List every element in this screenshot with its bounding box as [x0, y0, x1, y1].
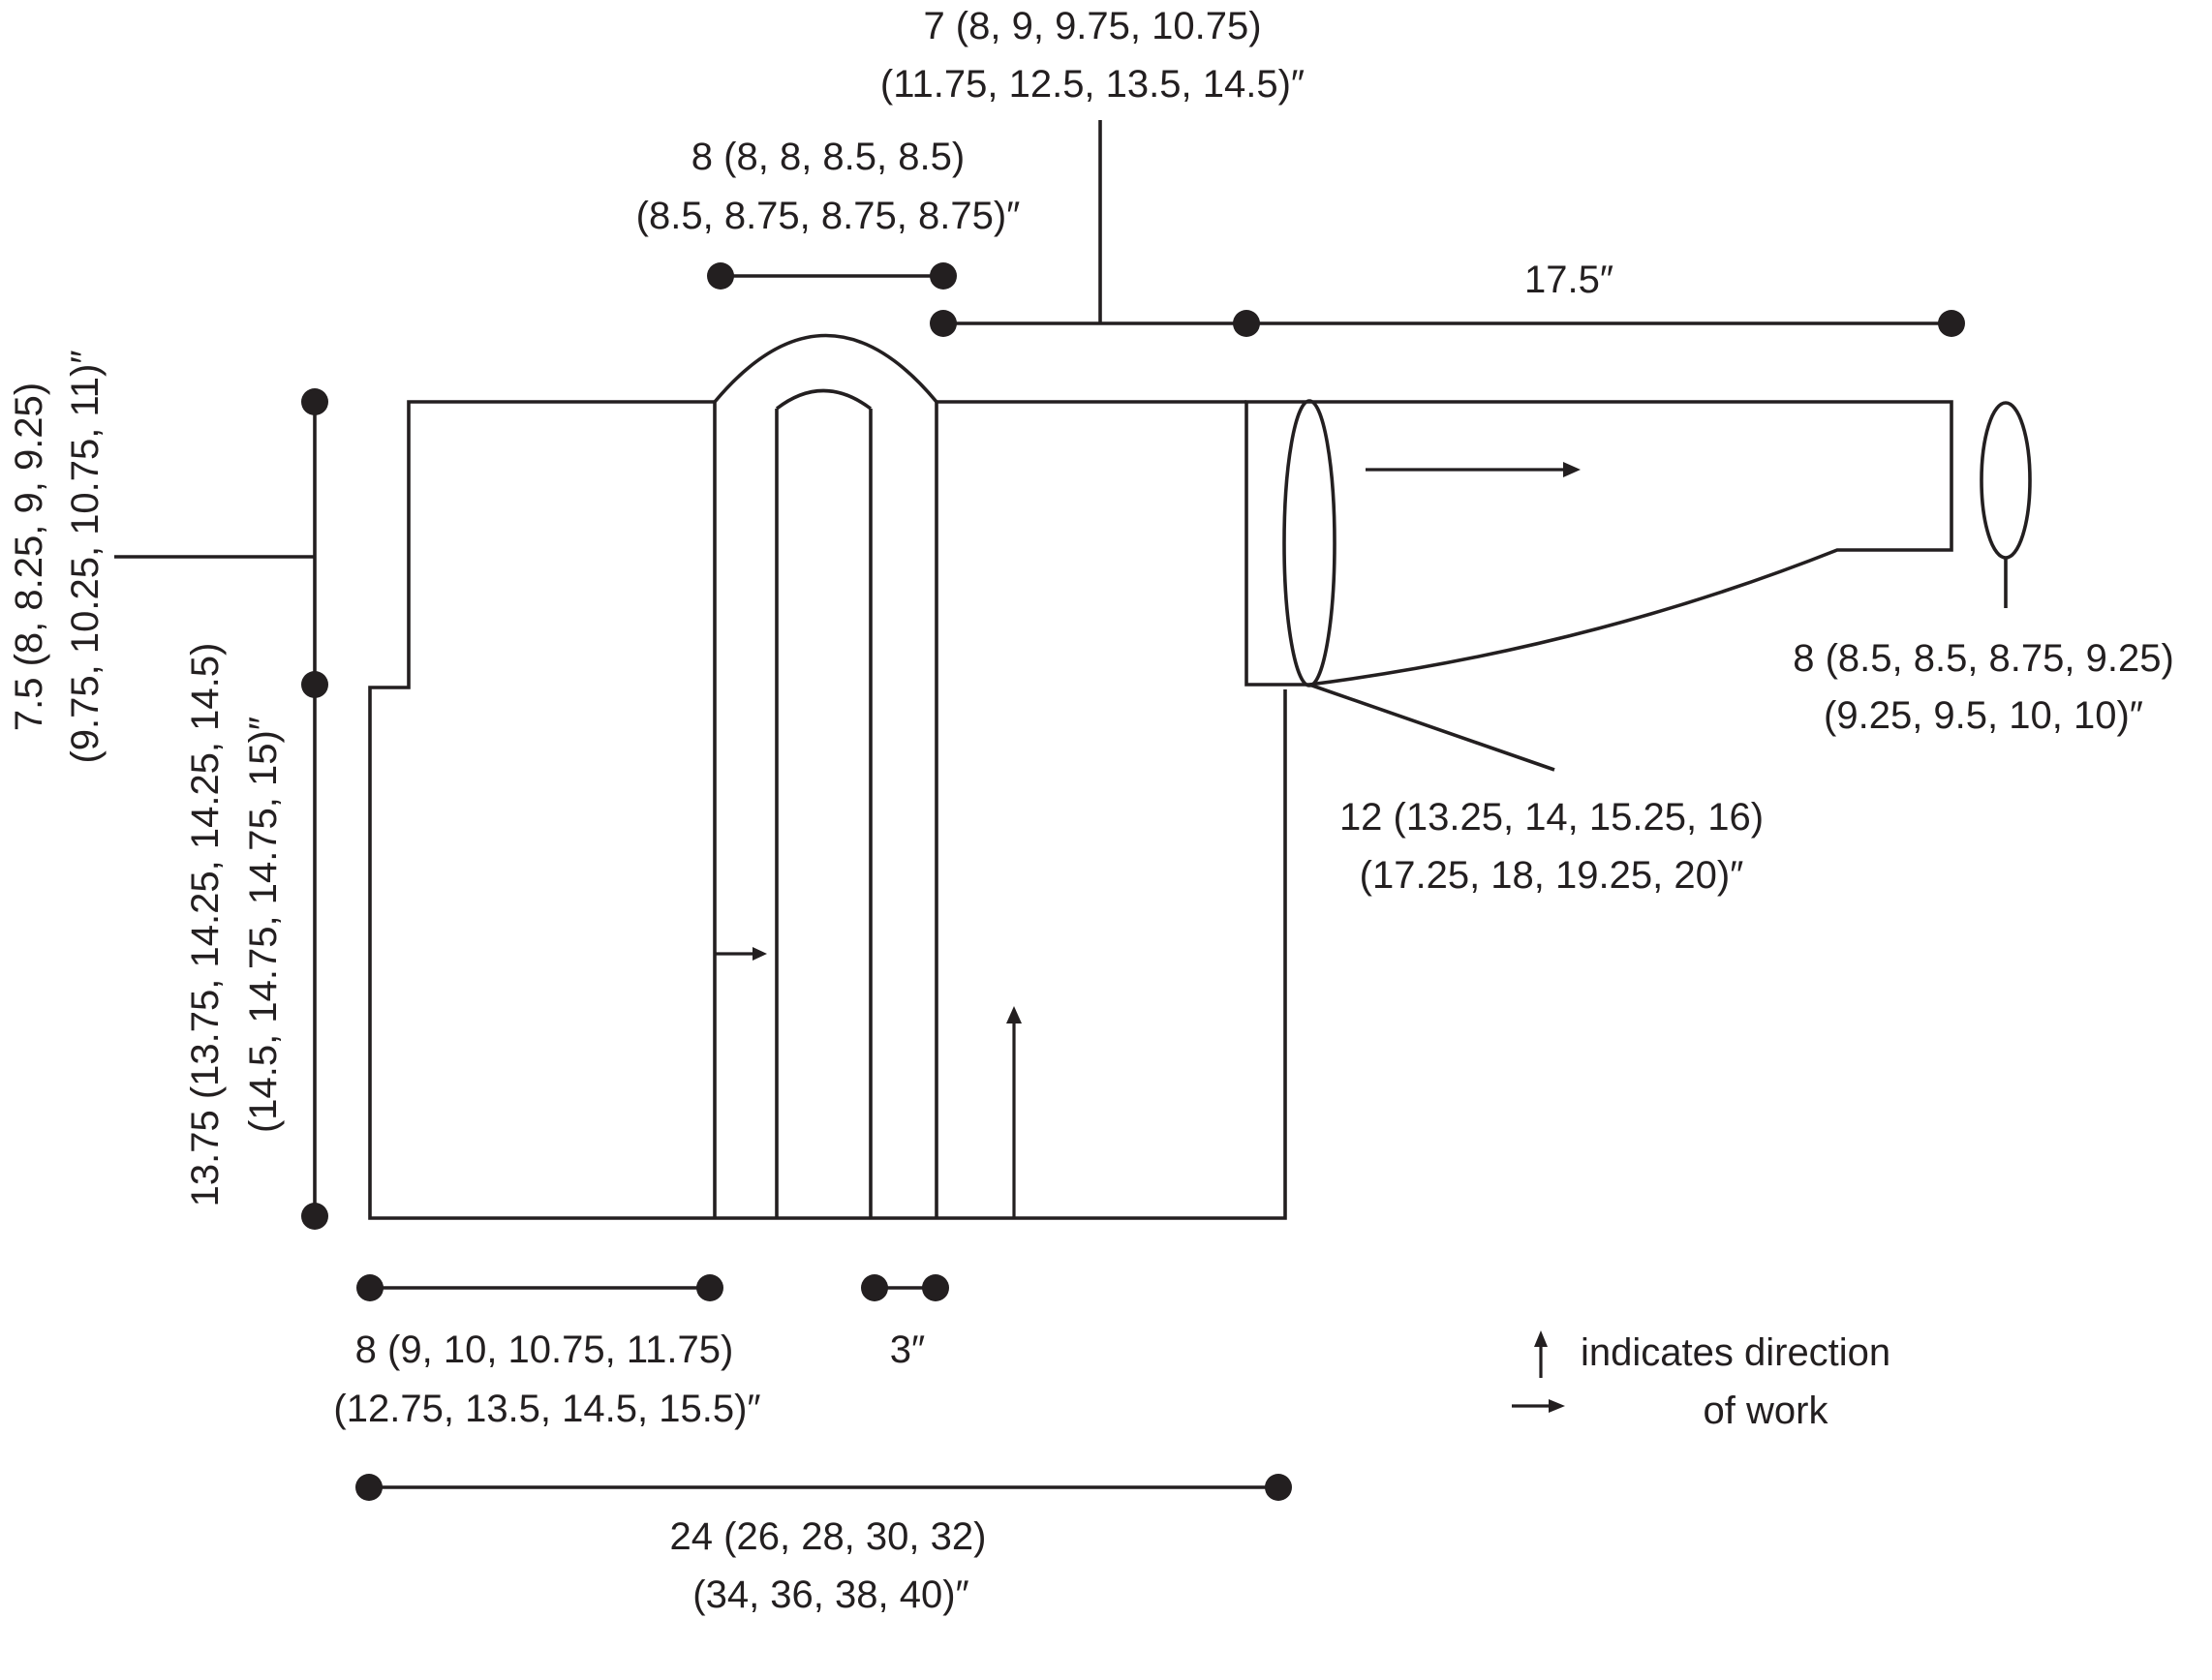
neck-width-label-1: 8 (8, 8, 8.5, 8.5) [691, 136, 965, 178]
band-width-dot-right [922, 1274, 949, 1301]
direction-arrows [715, 462, 1581, 1218]
upper-arm-label-2: (17.25, 18, 19.25, 20)″ [1360, 854, 1744, 897]
cuff-label-2: (9.25, 9.5, 10, 10)″ [1824, 694, 2143, 737]
left-body-outline [368, 400, 1287, 1220]
neck-width-dot-right [930, 262, 957, 290]
sleeve-top-ellipse [1282, 399, 1336, 687]
cuff-label-1: 8 (8.5, 8.5, 8.75, 9.25) [1793, 637, 2174, 680]
measurement-labels: 7 (8, 9, 9.75, 10.75) (11.75, 12.5, 13.5… [8, 5, 2174, 1616]
legend-up-arrow-head [1534, 1330, 1548, 1347]
body-arrow-head [1006, 1006, 1022, 1023]
top-center-label-2: (11.75, 12.5, 13.5, 14.5)″ [880, 63, 1305, 106]
left-vertical-dot-top [301, 388, 328, 415]
measurement-lines [114, 120, 2008, 1501]
band-width-label: 3″ [890, 1329, 925, 1371]
upper-arm-leader [1308, 683, 1555, 772]
sleeve-measure-dot-left [930, 310, 957, 337]
legend-text-line1: indicates direction [1581, 1331, 1890, 1374]
left-vertical-dot-mid [301, 671, 328, 698]
upper-arm-label-1: 12 (13.25, 14, 15.25, 16) [1339, 796, 1764, 839]
sleeve-measure-dot-right [1938, 310, 1965, 337]
body-length-label-1: 13.75 (13.75, 14.25, 14.25, 14.5) [184, 643, 227, 1207]
legend-text-line2: of work [1704, 1390, 1829, 1432]
band-width-dot-left [861, 1274, 888, 1301]
front-width-dot-left [356, 1274, 384, 1301]
neck-width-label-2: (8.5, 8.75, 8.75, 8.75)″ [636, 195, 1021, 237]
front-width-dot-right [696, 1274, 723, 1301]
garment-outline [368, 333, 2032, 1220]
legend: indicates direction of work [1512, 1330, 1890, 1432]
front-width-label-1: 8 (9, 10, 10.75, 11.75) [355, 1329, 734, 1371]
band-arrow-head [753, 947, 767, 961]
sleeve-measure-dot-mid [1233, 310, 1260, 337]
body-length-label-2: (14.5, 14.75, 14.75, 15)″ [242, 717, 285, 1133]
sleeve-outline [1244, 400, 1953, 687]
full-width-label-2: (34, 36, 38, 40)″ [692, 1573, 968, 1616]
full-width-dot-left [355, 1474, 383, 1501]
sleeve-length-label: 17.5″ [1524, 259, 1613, 301]
sleeve-arrow-head [1563, 462, 1581, 477]
armhole-label-2: (9.75, 10.25, 10.75, 11)″ [64, 350, 107, 763]
front-width-label-2: (12.75, 13.5, 14.5, 15.5)″ [333, 1388, 760, 1430]
left-vertical-dot-bottom [301, 1203, 328, 1230]
full-width-label-1: 24 (26, 28, 30, 32) [670, 1515, 987, 1558]
top-center-label-1: 7 (8, 9, 9.75, 10.75) [923, 5, 1261, 47]
neck-width-dot-left [707, 262, 734, 290]
legend-right-arrow-head [1549, 1399, 1565, 1413]
neckband-outer-arch [713, 333, 938, 404]
neckband-inner-arch [775, 388, 873, 411]
cuff-ellipse [1980, 401, 2032, 560]
full-width-dot-right [1265, 1474, 1292, 1501]
armhole-label-1: 7.5 (8, 8.25, 9, 9.25) [8, 382, 50, 731]
